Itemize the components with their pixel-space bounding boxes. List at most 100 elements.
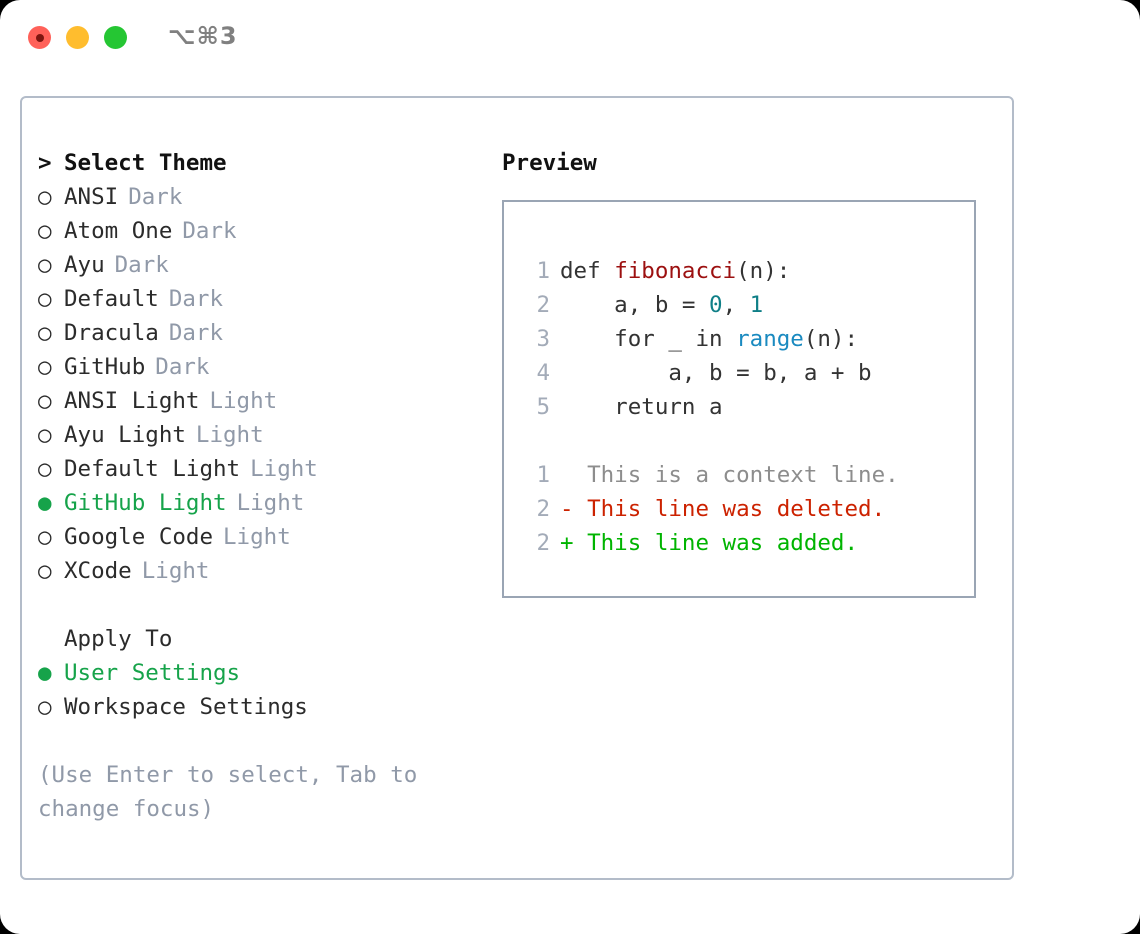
theme-option-default-dark[interactable]: ○ Default Dark <box>38 282 478 316</box>
window-controls <box>28 26 127 49</box>
theme-option-ansi-dark[interactable]: ○ ANSI Dark <box>38 180 478 214</box>
radio-unselected-icon[interactable]: ○ <box>38 558 52 584</box>
code-token-number: 1 <box>749 292 764 318</box>
code-token: def <box>560 258 615 284</box>
radio-unselected-icon[interactable]: ○ <box>38 184 52 210</box>
theme-option-ayu-light[interactable]: ○ Ayu Light Light <box>38 418 478 452</box>
apply-to-option-user-settings[interactable]: ● User Settings <box>38 656 478 690</box>
code-token: a, b = <box>560 292 710 318</box>
apply-to-label: Workspace Settings <box>64 694 308 720</box>
theme-option-github-dark[interactable]: ○ GitHub Dark <box>38 350 478 384</box>
theme-option-atom-one-dark[interactable]: ○ Atom One Dark <box>38 214 478 248</box>
diff-line-context: 1 This is a context line. <box>522 458 974 492</box>
code-line: 4 a, b = b, a + b <box>522 356 974 390</box>
maximize-button[interactable] <box>104 26 127 49</box>
theme-option-ayu-dark[interactable]: ○ Ayu Dark <box>38 248 478 282</box>
code-token: a, b = b, a + b <box>560 360 872 386</box>
code-line-content: return a <box>560 390 722 424</box>
code-token-call: range <box>736 326 804 352</box>
diff-text: This line was added. <box>587 530 859 556</box>
theme-name: GitHub Light <box>64 490 227 516</box>
theme-option-default-light[interactable]: ○ Default Light Light <box>38 452 478 486</box>
apply-to-header: Apply To <box>64 626 173 652</box>
minimize-button[interactable] <box>66 26 89 49</box>
code-token-number: 0 <box>709 292 723 318</box>
theme-name: GitHub <box>64 354 146 380</box>
theme-list-header: > Select Theme <box>38 146 478 180</box>
code-token: (n): <box>803 326 859 352</box>
code-preview-box: 1 def fibonacci(n): 2 a, b = 0, 1 3 for … <box>502 200 976 598</box>
theme-option-github-light[interactable]: ● GitHub Light Light <box>38 486 478 520</box>
radio-unselected-icon[interactable]: ○ <box>38 218 52 244</box>
apply-to-option-workspace-settings[interactable]: ○ Workspace Settings <box>38 690 478 724</box>
window-title: ⌥⌘3 <box>168 22 238 50</box>
code-line-content: a, b = 0, 1 <box>560 288 763 322</box>
radio-unselected-icon[interactable]: ○ <box>38 388 52 414</box>
theme-category: Light <box>236 490 305 516</box>
diff-prefix <box>560 458 587 492</box>
theme-category: Dark <box>168 286 224 312</box>
prompt-caret-icon: > <box>38 150 52 176</box>
theme-option-xcode[interactable]: ○ XCode Light <box>38 554 478 588</box>
code-diff-separator <box>522 424 974 458</box>
theme-name: Default Light <box>64 456 241 482</box>
line-number: 1 <box>536 258 550 284</box>
radio-unselected-icon[interactable]: ○ <box>38 286 52 312</box>
theme-name: Ayu Light <box>64 422 186 448</box>
theme-category: Light <box>209 388 278 414</box>
theme-selector-column: > Select Theme ○ ANSI Dark ○ Atom One Da… <box>38 146 478 826</box>
radio-selected-icon[interactable]: ● <box>38 660 52 686</box>
radio-unselected-icon[interactable]: ○ <box>38 524 52 550</box>
line-number: 2 <box>536 496 550 522</box>
code-line: 3 for _ in range(n): <box>522 322 974 356</box>
theme-category: Dark <box>155 354 210 380</box>
theme-category: Light <box>223 524 291 550</box>
line-number: 4 <box>536 360 550 386</box>
code-line: 2 a, b = 0, 1 <box>522 288 974 322</box>
diff-line-added: 2 + This line was added. <box>522 526 974 560</box>
radio-unselected-icon[interactable]: ○ <box>38 354 52 380</box>
theme-name: Ayu <box>64 252 105 278</box>
preview-column: Preview 1 def fibonacci(n): 2 a, b = 0, … <box>502 146 1002 598</box>
theme-category: Dark <box>168 320 224 346</box>
theme-name: Google Code <box>64 524 214 550</box>
close-button[interactable] <box>28 26 51 49</box>
theme-category: Dark <box>128 184 183 210</box>
theme-option-ansi-light[interactable]: ○ ANSI Light Light <box>38 384 478 418</box>
line-number: 2 <box>536 530 550 556</box>
diff-text: This is a context line. <box>587 462 899 488</box>
line-number: 1 <box>536 462 550 488</box>
theme-list-header-label: Select Theme <box>64 150 227 176</box>
code-line-content: for _ in range(n): <box>560 322 858 356</box>
radio-unselected-icon[interactable]: ○ <box>38 694 52 720</box>
theme-category: Dark <box>114 252 169 278</box>
radio-selected-icon[interactable]: ● <box>38 490 52 516</box>
code-token: (n): <box>736 258 791 284</box>
radio-unselected-icon[interactable]: ○ <box>38 456 52 482</box>
theme-option-dracula-dark[interactable]: ○ Dracula Dark <box>38 316 478 350</box>
code-line-content: a, b = b, a + b <box>560 356 872 390</box>
theme-option-google-code[interactable]: ○ Google Code Light <box>38 520 478 554</box>
radio-unselected-icon[interactable]: ○ <box>38 320 52 346</box>
radio-unselected-icon[interactable]: ○ <box>38 252 52 278</box>
theme-category: Dark <box>182 218 237 244</box>
theme-category: Light <box>141 558 210 584</box>
theme-category: Light <box>195 422 264 448</box>
line-number: 3 <box>536 326 550 352</box>
preview-title: Preview <box>502 150 597 176</box>
code-line: 1 def fibonacci(n): <box>522 254 974 288</box>
list-spacer <box>38 588 478 622</box>
apply-to-label: User Settings <box>64 660 241 686</box>
theme-name: Default <box>64 286 159 312</box>
code-token: , <box>722 292 750 318</box>
keyboard-hint-text: (Use Enter to select, Tab to change focu… <box>38 762 431 822</box>
code-line: 5 return a <box>522 390 974 424</box>
code-token-function: fibonacci <box>614 258 737 284</box>
theme-name: ANSI <box>64 184 119 210</box>
line-number: 5 <box>536 394 550 420</box>
code-token: for _ in <box>560 326 737 352</box>
code-line-content: def fibonacci(n): <box>560 254 790 288</box>
theme-name: Dracula <box>64 320 159 346</box>
radio-unselected-icon[interactable]: ○ <box>38 422 52 448</box>
